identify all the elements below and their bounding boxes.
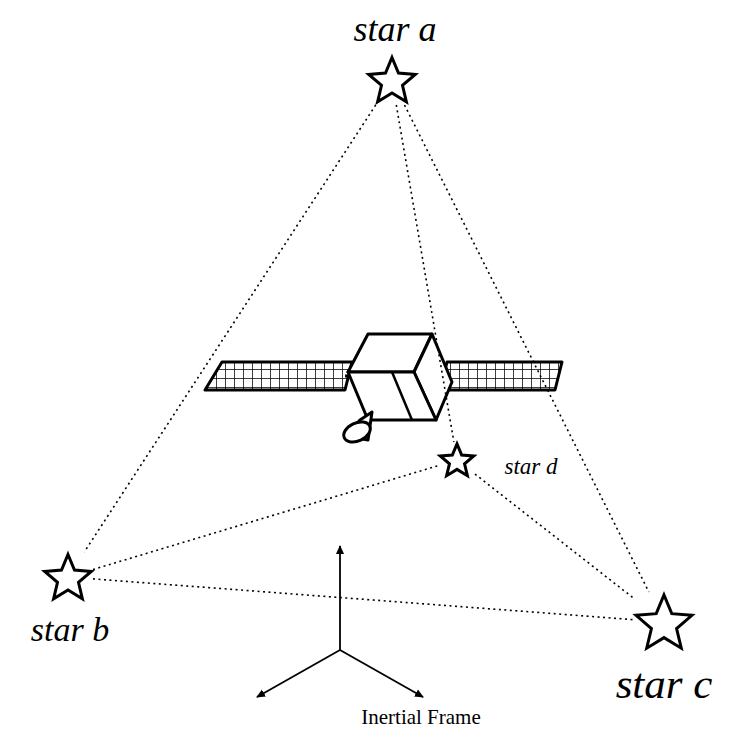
star-label: star a bbox=[351, 10, 438, 50]
dotted-connector bbox=[84, 105, 375, 552]
inertial-frame-axes bbox=[257, 546, 423, 697]
star-symbol bbox=[634, 592, 694, 652]
star-symbol bbox=[43, 552, 93, 602]
star-label: star b bbox=[29, 611, 111, 648]
dotted-connector bbox=[405, 105, 649, 592]
dotted-connector bbox=[396, 105, 454, 442]
satellite bbox=[205, 334, 562, 446]
star-node: star d bbox=[439, 442, 475, 478]
dotted-connector bbox=[93, 465, 439, 569]
dotted-connector bbox=[475, 474, 634, 598]
star-symbol bbox=[367, 55, 417, 105]
star-label: star c bbox=[614, 660, 715, 707]
star-node: star b bbox=[43, 552, 93, 602]
frame-label: Inertial Frame bbox=[361, 706, 481, 729]
star-node: star c bbox=[634, 592, 694, 652]
star-symbol bbox=[439, 442, 475, 478]
dotted-connector bbox=[93, 579, 634, 620]
star-node: star a bbox=[367, 55, 417, 105]
star-label: star d bbox=[502, 454, 559, 479]
